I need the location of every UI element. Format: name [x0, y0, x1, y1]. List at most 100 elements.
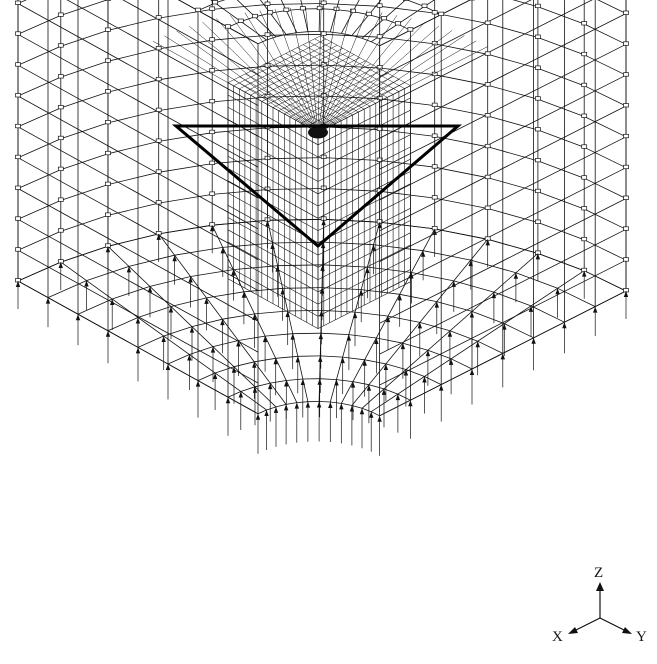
mesh-node: [535, 127, 541, 132]
side-wall-horizontal: [379, 43, 627, 170]
base-ring-segment: [197, 372, 216, 381]
support-arrow-head: [381, 388, 387, 395]
mesh-node: [267, 10, 274, 15]
mesh-node: [581, 144, 588, 149]
z-axis-arrowhead: [596, 582, 604, 591]
support-arrow-head: [212, 373, 218, 380]
top-ring-segment: [330, 31, 342, 34]
support-arrow-head: [280, 288, 285, 295]
base-ring-segment: [402, 342, 429, 351]
support-arrow-head: [535, 253, 541, 260]
inner-cube-horizontal: [227, 143, 319, 195]
outer-wall-ring: [17, 138, 61, 159]
mesh-node: [623, 195, 629, 200]
base-ring-segment: [47, 280, 87, 298]
mesh-node: [57, 228, 64, 233]
base-ring-segment: [397, 393, 411, 401]
mesh-node: [438, 11, 445, 16]
base-ring-segment: [238, 335, 266, 341]
mesh-node: [264, 1, 271, 6]
support-arrow-head: [75, 314, 81, 321]
support-arrow-head: [334, 379, 339, 386]
x-axis-label: X: [552, 629, 563, 645]
inner-cube-horizontal: [227, 278, 319, 329]
mesh-node: [581, 175, 588, 180]
support-arrow-head: [447, 330, 453, 337]
support-arrow-head: [623, 291, 629, 297]
mesh-node: [57, 12, 64, 17]
support-arrow-head: [320, 264, 325, 271]
mesh-node: [381, 16, 387, 21]
mesh-node: [484, 143, 491, 149]
outer-wall-ring: [60, 184, 109, 201]
support-arrow-head: [400, 343, 406, 350]
inner-cube-horizontal: [317, 244, 411, 293]
base-ring-segment: [383, 388, 399, 395]
base-ring-segment: [321, 287, 362, 290]
support-arrow-head: [147, 286, 153, 293]
inner-cube-horizontal: [227, 217, 319, 268]
outer-wall-ring: [17, 0, 27, 4]
base-ring-segment: [137, 306, 172, 318]
side-wall-horizontal: [379, 259, 627, 386]
inner-cube-horizontal: [317, 232, 411, 280]
top-radial-line: [340, 0, 360, 34]
top-ring-segment: [406, 0, 425, 7]
mesh-node: [376, 3, 383, 8]
support-arrow-head: [451, 280, 456, 287]
base-ring-segment: [254, 382, 271, 388]
support-arrow-head: [236, 340, 241, 347]
support-arrow-head: [294, 402, 300, 409]
side-wall-horizontal: [17, 218, 259, 353]
support-arrow-head: [264, 410, 269, 417]
support-arrow-head: [365, 267, 370, 274]
highlighted-element-triangle: [171, 124, 463, 248]
mesh-node: [535, 3, 541, 9]
outer-wall-ring: [212, 34, 268, 41]
mesh-node: [57, 197, 64, 202]
support-arrow-head: [352, 312, 358, 319]
outer-wall-ring: [584, 208, 627, 230]
support-arrow-head: [265, 220, 270, 227]
outer-wall-ring: [379, 98, 435, 106]
mesh-node: [15, 31, 21, 36]
support-arrow-head: [369, 411, 374, 418]
inner-cube-horizontal: [227, 168, 319, 219]
support-arrow-head: [262, 336, 268, 343]
support-arrow-head: [366, 384, 372, 391]
base-ring-segment: [243, 287, 283, 293]
mesh-node: [395, 21, 401, 26]
support-arrow-head: [469, 369, 475, 375]
support-arrow-head: [220, 247, 225, 254]
support-arrow-head: [252, 313, 257, 320]
mesh-node: [581, 82, 588, 88]
mesh-node: [15, 154, 21, 160]
base-ring-segment: [212, 340, 239, 347]
mesh-node: [155, 138, 162, 143]
outer-wall-ring: [17, 200, 61, 220]
radial-fan-line: [317, 40, 477, 133]
base-ring-segment: [470, 259, 517, 274]
radial-fan-line: [317, 7, 337, 133]
support-arrow-head: [58, 262, 63, 269]
radial-fan-line: [176, 30, 319, 133]
inner-cube-horizontal: [227, 205, 319, 256]
outer-wall-ring: [17, 76, 61, 97]
support-arrow-head: [268, 383, 273, 390]
mesh-node: [623, 164, 629, 170]
y-axis-arrow: [599, 617, 629, 633]
inner-cube-top-line: [239, 41, 332, 90]
outer-wall-ring: [434, 105, 488, 117]
support-arrow-head: [513, 272, 519, 279]
outer-wall-ring: [267, 64, 324, 67]
mesh-node: [535, 65, 541, 70]
mesh-node: [623, 226, 629, 231]
mesh-node: [535, 188, 541, 194]
outer-wall-ring: [212, 96, 268, 103]
radial-fan-line: [317, 10, 368, 133]
mesh-node: [403, 0, 409, 1]
base-ring-segment: [292, 332, 321, 335]
support-arrow-head: [321, 219, 326, 226]
outer-wall-ring: [60, 0, 108, 16]
